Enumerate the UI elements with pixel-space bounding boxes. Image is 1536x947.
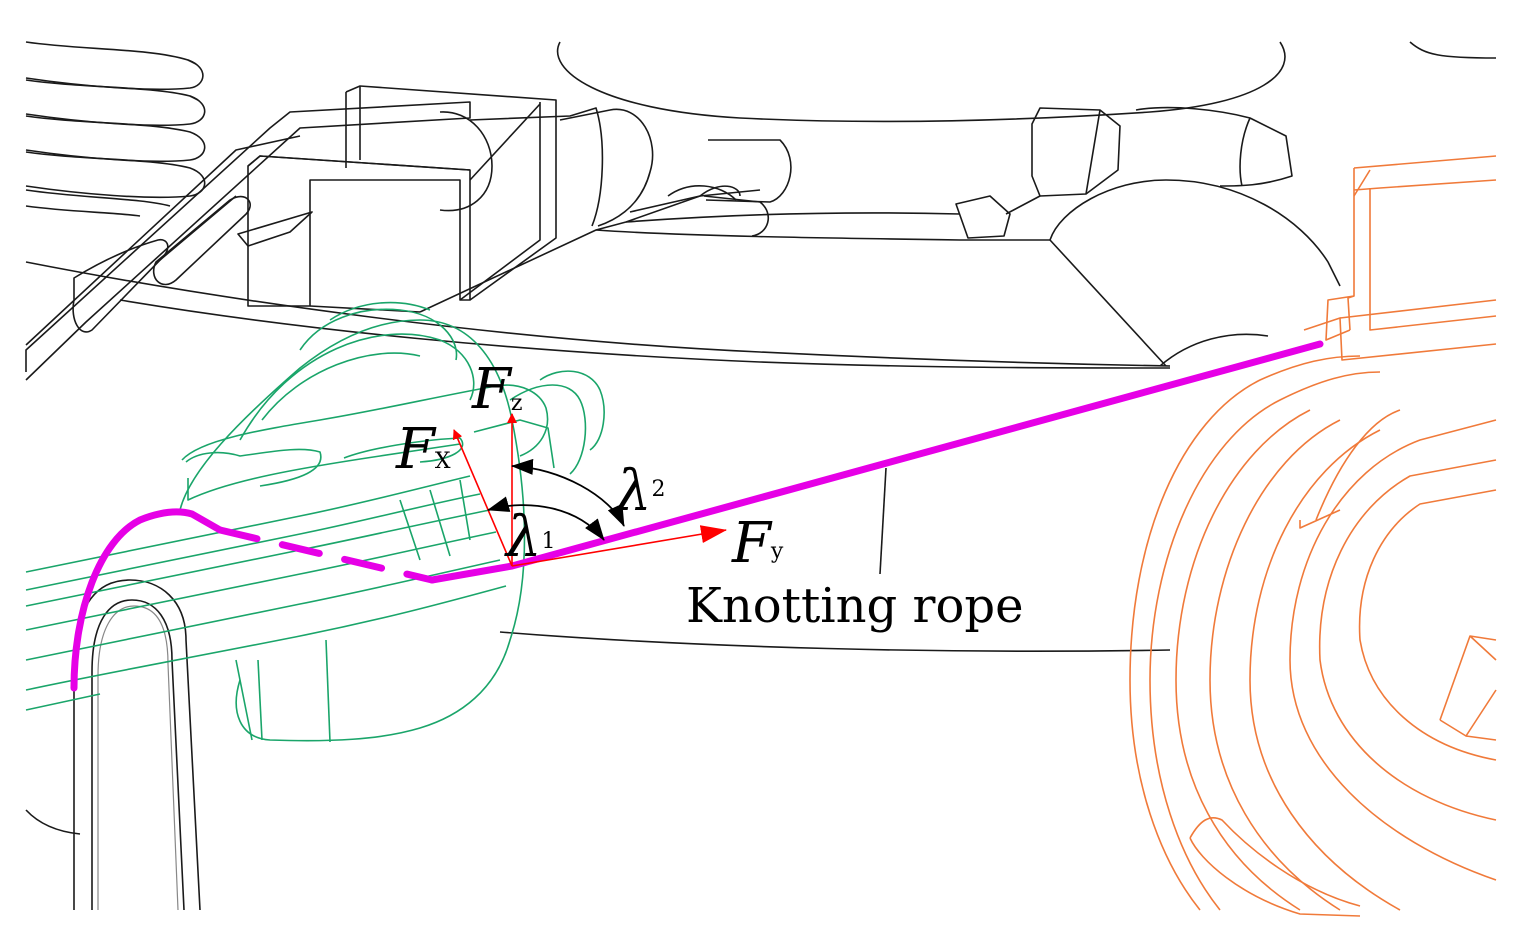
fy-vector (511, 525, 727, 567)
rope-solid-left (70, 508, 224, 692)
disc-lower-edge (499, 631, 1171, 652)
label-lambda2: λ2 (614, 459, 666, 524)
diagram-labels: Fz FX Fy λ1 λ2 Knotting rope (395, 357, 1023, 634)
top-arc (556, 41, 1286, 123)
angle-arcs (487, 458, 625, 541)
fx-vector (452, 429, 513, 567)
orange-drum (1129, 155, 1497, 917)
left-rail (25, 101, 471, 381)
clamp-block-left (247, 155, 471, 307)
rope-dashed (216, 526, 436, 584)
machine-frame (25, 41, 1497, 911)
sphere (1049, 179, 1341, 287)
knotting-rope (70, 340, 1324, 692)
label-knotting-rope: Knotting rope (686, 578, 1023, 634)
lambda2-arc (511, 458, 625, 527)
label-fz: Fz (471, 357, 522, 422)
label-fy: Fy (731, 511, 784, 576)
u-hook-inner (91, 599, 185, 911)
spring-coils (25, 41, 206, 217)
disc-upper-edge (25, 261, 1171, 367)
clamp-block-rear (345, 85, 557, 301)
disc-upper-edge-2 (119, 299, 1171, 369)
label-fx: FX (395, 417, 451, 482)
label-lambda1: λ1 (504, 505, 556, 570)
rope-leader-line (879, 467, 887, 575)
rope-solid-right (428, 340, 1324, 584)
